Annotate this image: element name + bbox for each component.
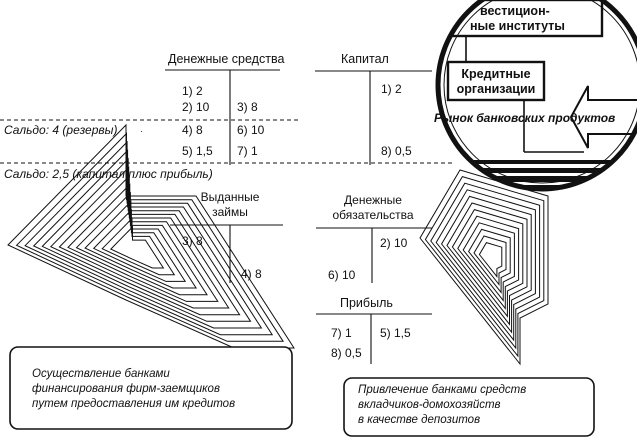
liabilities-left-entry: 6) 10 [328,268,356,282]
left-caption-box [9,346,293,430]
profit-left-entry-2: 8) 0,5 [331,346,362,360]
arrow-outline [451,209,524,318]
liabilities-account-title-line1: Денежные [344,193,402,207]
loans-account-title-line1: Выданные [200,190,260,204]
capital-right-entry-1: 1) 2 [381,82,402,96]
loans-right-entry: 4) 8 [241,267,262,281]
dot-mark: · [140,126,143,136]
arrow-outline [473,235,507,286]
arrow-outline [84,200,198,289]
loans-left-entry: 3) 8 [182,234,203,248]
arrow-outline [49,166,241,316]
arrow-outline [7,123,295,349]
right-caption-line3: в качестве депозитов [358,414,481,426]
investment-institutions-label-line2: ные институты [470,19,565,33]
right-caption-line1: Привлечение банками средств [358,384,527,396]
arrow-outline [109,225,165,269]
cash-row-1-left: 1) 2 [182,84,203,98]
cash-row-2-left: 2) 10 [182,100,210,114]
left-caption-line1: Осуществление банками [32,368,170,380]
reserves-balance-label: Сальдо: 4 (резервы) [4,123,118,137]
investment-institutions-box [450,0,604,38]
arrow-outline [67,183,219,302]
credit-organizations-label-line1: Кредитные [461,67,531,81]
arrow-outline [430,182,541,350]
arrow-outline [467,228,511,294]
magnifier-rim [435,0,637,192]
cash-row-4-left: 5) 1,5 [182,144,213,158]
right-caption-box [343,377,595,437]
profit-account-title: Прибыль [340,296,393,310]
arrow-outline [15,132,285,342]
arrow-outline [92,208,187,282]
arrow-outline [478,242,503,279]
profit-left-entry-1: 7) 1 [331,326,352,340]
arrow-outline [41,157,252,322]
bank-products-market-label: Рынок банковских продуктов [434,111,616,125]
right-concentric-arrow [419,169,549,366]
investment-institutions-label-line1: вестицион- [480,4,550,18]
arrow-outline [457,215,520,310]
arrow-outline [419,169,549,366]
cash-row-4-right: 7) 1 [237,144,258,158]
balance-dashed-lines [0,119,452,164]
arrow-outline [58,174,230,309]
arrow-outline [462,222,515,302]
magnifier-inset [435,0,637,192]
capital-right-entry-2: 8) 0,5 [381,144,412,158]
liabilities-account-title-line2: обязательства [332,208,414,222]
market-arrow-shape [569,85,637,149]
t-account-lines [165,69,432,364]
cash-account-title: Денежные средства [168,52,285,66]
arrow-outline [424,176,545,358]
cash-row-2-right: 3) 8 [237,100,258,114]
loans-account-title-line2: займы [212,205,248,219]
liabilities-right-entry: 2) 10 [380,236,408,250]
left-caption-line3: путем предоставления им кредитов [32,398,236,410]
profit-right-entry: 5) 1,5 [380,326,411,340]
arrow-outline [101,217,176,276]
capital-profit-balance-label: Сальдо: 2,5 (капитал плюс прибыль) [4,167,213,181]
capital-account-title: Капитал [341,52,389,66]
arrow-outline [435,189,536,342]
arrow-outline [440,195,532,334]
cash-row-3-left: 4) 8 [182,123,203,137]
arrow-outline [75,191,208,296]
arrow-outline [446,202,528,326]
cash-row-3-right: 6) 10 [237,123,265,137]
left-concentric-arrow [7,123,295,349]
left-caption-line2: финансирования фирм-заемщиков [32,383,220,395]
right-caption-line2: вкладчиков-домохозяйств [358,399,501,411]
credit-organizations-box [446,60,546,102]
credit-organizations-label-line2: организации [456,82,536,96]
